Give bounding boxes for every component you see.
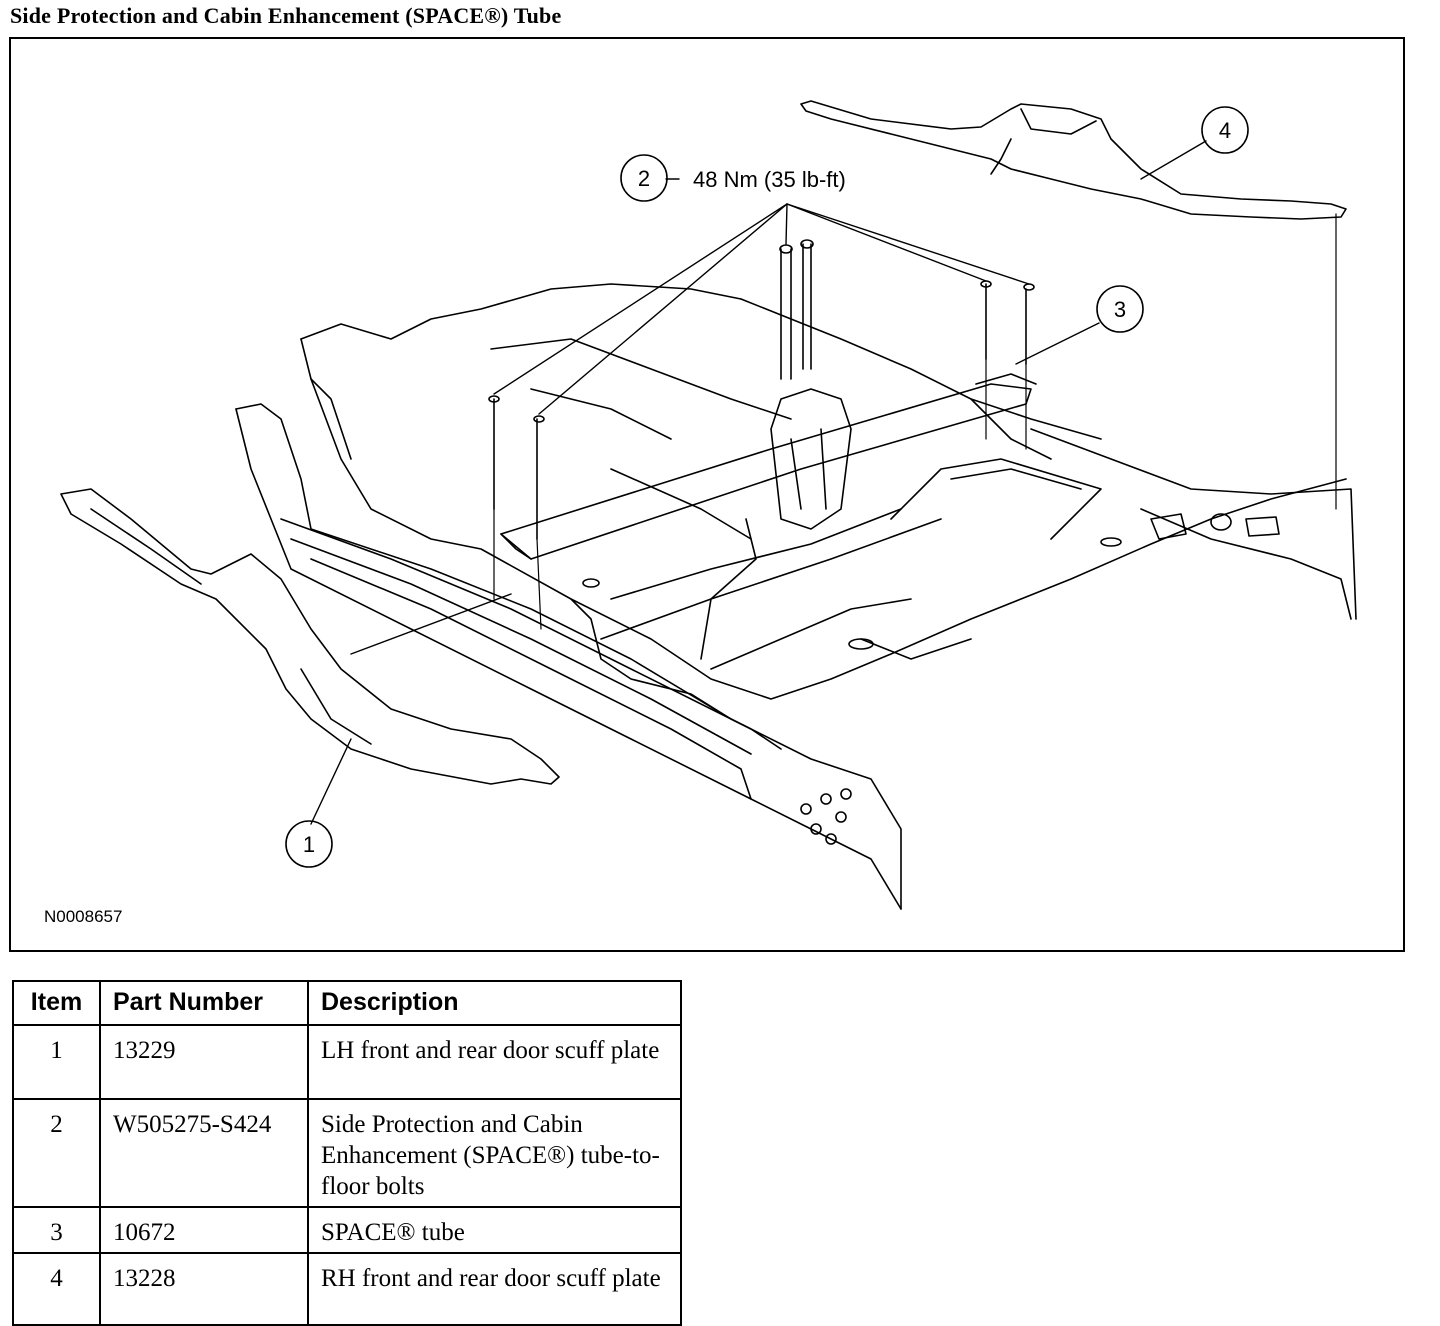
cell-part-number: 13229 <box>99 1024 309 1100</box>
parts-table: Item Part Number Description 1 13229 LH … <box>12 980 682 1326</box>
table-row: 2 W505275-S424 Side Protection and Cabin… <box>12 1098 682 1208</box>
rh-sill <box>1030 428 1357 620</box>
exploded-view-figure: 1 2 48 Nm (35 lb-ft) 3 4 N0008657 <box>9 37 1405 952</box>
assembly-lines <box>493 213 1337 630</box>
callout-4: 4 <box>1201 106 1249 154</box>
cell-item: 2 <box>12 1098 101 1208</box>
table-row: 3 10672 SPACE® tube <box>12 1206 682 1254</box>
cell-description: Side Protection and Cabin Enhancement (S… <box>307 1098 682 1208</box>
column-header-description: Description <box>307 980 682 1026</box>
floor-pan-drawing: 1 2 48 Nm (35 lb-ft) 3 4 N0008657 <box>44 100 1357 926</box>
cell-item: 1 <box>12 1024 101 1100</box>
callout-2-number: 2 <box>638 166 650 191</box>
torque-spec-label: 48 Nm (35 lb-ft) <box>693 167 846 192</box>
leader-lines <box>310 140 1207 825</box>
floor-pan <box>300 283 1347 720</box>
lh-sill <box>235 403 902 910</box>
rh-scuff-plate <box>800 100 1347 220</box>
cell-description: SPACE® tube <box>307 1206 682 1254</box>
cell-item: 4 <box>12 1252 101 1326</box>
column-header-item: Item <box>12 980 101 1026</box>
cell-description: RH front and rear door scuff plate <box>307 1252 682 1326</box>
space-tube <box>500 373 1037 560</box>
column-header-part-number: Part Number <box>99 980 309 1026</box>
callout-4-number: 4 <box>1219 118 1231 143</box>
cell-part-number: 10672 <box>99 1206 309 1254</box>
figure-id: N0008657 <box>44 907 122 926</box>
page-title: Side Protection and Cabin Enhancement (S… <box>10 3 562 28</box>
bolts <box>488 239 1035 540</box>
callout-1: 1 <box>285 820 333 868</box>
cell-part-number: 13228 <box>99 1252 309 1326</box>
cell-part-number: W505275-S424 <box>99 1098 309 1208</box>
table-row: 1 13229 LH front and rear door scuff pla… <box>12 1024 682 1100</box>
callout-2: 2 48 Nm (35 lb-ft) <box>620 154 846 202</box>
callout-1-number: 1 <box>303 832 315 857</box>
callout-3-number: 3 <box>1114 297 1126 322</box>
cell-item: 3 <box>12 1206 101 1254</box>
center-mount <box>700 388 852 660</box>
table-header-row: Item Part Number Description <box>12 980 682 1026</box>
cell-description: LH front and rear door scuff plate <box>307 1024 682 1100</box>
lh-scuff-plate <box>60 488 560 785</box>
table-row: 4 13228 RH front and rear door scuff pla… <box>12 1252 682 1326</box>
callout-3: 3 <box>1096 285 1144 333</box>
